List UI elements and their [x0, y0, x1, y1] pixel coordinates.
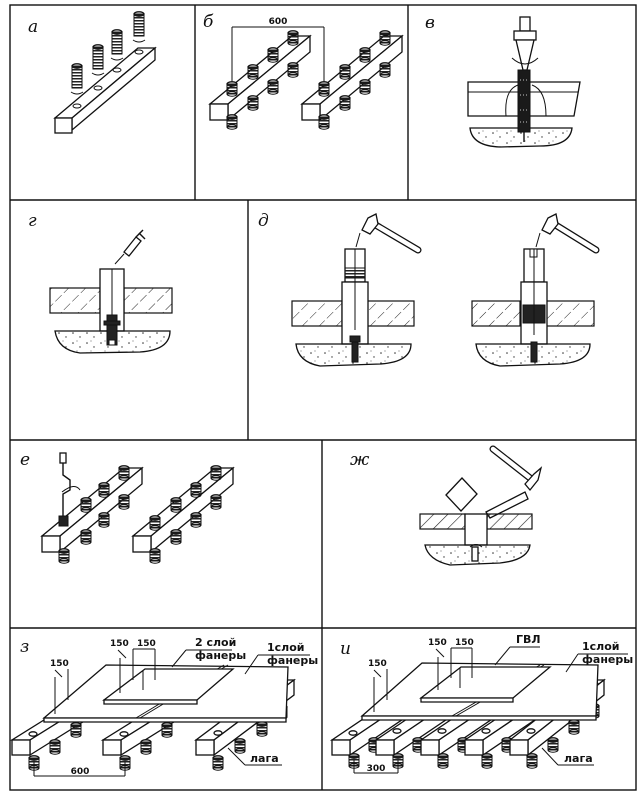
panel-e: е — [20, 450, 235, 564]
panel-label-v: в — [425, 13, 435, 33]
svg-text:1слой: 1слой — [267, 641, 305, 654]
adjustment-bolt — [132, 11, 146, 55]
svg-text:150: 150 — [137, 639, 156, 649]
adjustment-bolt — [91, 44, 105, 91]
lag-bar — [208, 30, 312, 130]
callout-lag: лага — [227, 747, 282, 766]
svg-text:фанеры: фанеры — [582, 653, 633, 666]
panel-label-i: и — [340, 639, 351, 659]
svg-text:фанеры: фанеры — [267, 654, 318, 667]
anchor-dowel — [103, 314, 121, 346]
dimension-150: 150 — [451, 638, 474, 688]
bolt-sleeve — [464, 513, 488, 546]
lag-bar — [40, 465, 144, 564]
bolt-sleeve — [341, 248, 369, 345]
panel-zh: ж — [350, 445, 543, 566]
syringe-icon — [114, 229, 146, 265]
svg-text:150: 150 — [110, 639, 129, 649]
svg-text:150: 150 — [455, 638, 474, 648]
dimension-150: 150 — [428, 638, 452, 690]
panel-label-d: д — [258, 211, 269, 231]
cut-off-piece — [445, 477, 478, 512]
panel-label-b: б — [203, 12, 214, 32]
adjustment-bolt — [70, 63, 84, 109]
lag-bar — [300, 30, 404, 130]
anchor-dowel — [530, 341, 538, 363]
floor-slab-hatched — [49, 287, 173, 314]
anchor-dowel — [469, 544, 483, 562]
concrete-base — [469, 127, 573, 148]
gypsum-fiber-board — [419, 666, 552, 703]
svg-text:150: 150 — [368, 659, 387, 669]
callout-top-layer: ГВЛ — [494, 633, 541, 666]
panel-label-a: а — [28, 17, 38, 37]
panel-frames — [9, 4, 637, 791]
svg-text:лага: лага — [250, 752, 279, 765]
panel-z: з — [9, 636, 318, 777]
svg-text:ГВЛ: ГВЛ — [516, 633, 541, 646]
dimension-150: 150 — [50, 659, 69, 714]
drill-icon — [511, 16, 539, 71]
callout-top-layer: 2 слой фанеры — [171, 636, 246, 668]
hammer-icon — [355, 213, 422, 254]
panel-a: а — [28, 11, 157, 134]
panel-g: г — [28, 211, 173, 354]
svg-text:2 слой: 2 слой — [195, 636, 236, 649]
panel-b: б 600 — [203, 12, 404, 130]
panel-label-e: е — [20, 450, 30, 470]
callout-bottom-layer: 1слой фанеры — [244, 641, 318, 675]
adjustment-bolt — [110, 29, 124, 73]
dimension-600: 600 — [33, 762, 126, 777]
floor-slab-hatched — [471, 300, 595, 327]
panel-i: и — [329, 633, 633, 774]
callout-bottom-layer: 1слой фанеры — [565, 640, 633, 673]
hammer-icon — [489, 445, 543, 492]
svg-text:1слой: 1слой — [582, 640, 620, 653]
svg-text:фанеры: фанеры — [195, 649, 246, 662]
svg-text:600: 600 — [71, 767, 90, 777]
dimension-600: 600 — [231, 17, 325, 85]
dimension-300: 300 — [353, 760, 399, 774]
svg-text:600: 600 — [269, 17, 288, 27]
wrench-key-icon — [59, 452, 81, 518]
drill-bit — [517, 69, 531, 142]
dimension-150: 150 — [133, 639, 156, 690]
svg-text:лага: лага — [564, 752, 593, 765]
svg-text:150: 150 — [428, 638, 447, 648]
bolt-sleeve — [520, 248, 548, 345]
dimension-150: 150 — [368, 659, 388, 712]
svg-text:150: 150 — [50, 659, 69, 669]
panel-v: в — [425, 13, 581, 148]
svg-text:300: 300 — [367, 764, 386, 774]
callout-lag: лага — [541, 747, 594, 766]
lag-bar — [53, 46, 157, 134]
plywood-layer-2 — [102, 668, 235, 705]
anchor-dowel — [349, 335, 361, 363]
panel-label-zh: ж — [350, 450, 370, 470]
dimension-150: 150 — [110, 639, 134, 693]
panel-label-z: з — [20, 637, 29, 657]
panel-d: д — [258, 211, 600, 367]
lag-bar — [131, 465, 235, 564]
panel-label-g: г — [28, 211, 37, 231]
hammer-icon — [535, 213, 600, 254]
